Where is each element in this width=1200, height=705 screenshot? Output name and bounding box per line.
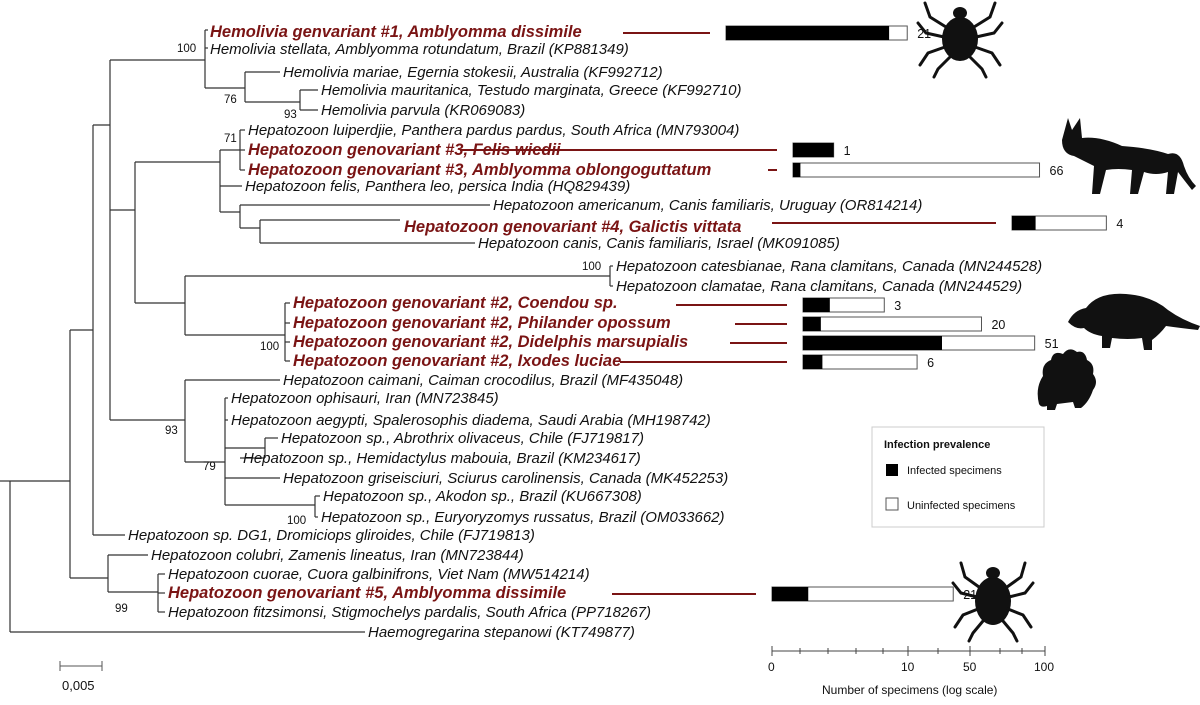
bar-infected: [726, 26, 890, 40]
taxon-label: Hemolivia stellata, Amblyomma rotundatum…: [210, 41, 629, 58]
bootstrap-value: 79: [203, 461, 216, 473]
bar-infected: [793, 143, 834, 157]
taxon-label: Hepatozoon sp., Hemidactylus mabouia, Br…: [243, 450, 641, 467]
bar-infected: [772, 587, 809, 601]
tick-icon: [916, 1, 1004, 79]
bar-infected: [803, 336, 942, 350]
taxon-label: Hemolivia mariae, Egernia stokesii, Aust…: [283, 64, 663, 81]
taxon-labels: Hemolivia genvariant #1, Amblyomma dissi…: [128, 23, 1042, 641]
legend-box: [871, 426, 1045, 528]
tick-icon: [951, 561, 1035, 643]
bootstrap-value: 100: [582, 261, 601, 273]
axis-tick-label: 100: [1034, 660, 1054, 674]
taxon-label: Hemolivia genvariant #1, Amblyomma dissi…: [210, 23, 582, 41]
bootstrap-value: 71: [224, 133, 237, 145]
bar-count-label: 6: [927, 356, 934, 370]
taxon-label: Hepatozoon cuorae, Cuora galbinifrons, V…: [168, 566, 590, 583]
legend-label-infected: Infected specimens: [907, 465, 1002, 477]
taxon-label: Hepatozoon felis, Panthera leo, persica …: [245, 178, 630, 195]
bootstrap-value: 93: [284, 109, 297, 121]
taxon-label: Hepatozoon genovariant #4, Galictis vitt…: [404, 218, 741, 236]
bar-infected: [1012, 216, 1036, 230]
taxon-label: Hepatozoon ophisauri, Iran (MN723845): [231, 390, 499, 407]
legend-swatch-infected: [886, 464, 898, 476]
taxon-label: Hepatozoon genovariant #2, Coendou sp.: [293, 294, 618, 312]
taxon-label: Hepatozoon sp., Abrothrix olivaceus, Chi…: [281, 430, 644, 447]
bar-count-label: 20: [991, 318, 1005, 332]
bootstrap-value: 99: [115, 603, 128, 615]
taxon-label: Hemolivia parvula (KR069083): [321, 102, 525, 119]
taxon-label: Hepatozoon sp., Akodon sp., Brazil (KU66…: [323, 488, 642, 505]
taxon-label: Hepatozoon colubri, Zamenis lineatus, Ir…: [151, 547, 524, 564]
bootstrap-value: 100: [260, 341, 279, 353]
bar-count-label: 66: [1050, 164, 1064, 178]
bar-infected: [793, 163, 801, 177]
legend-title: Infection prevalence: [884, 439, 990, 451]
axis-tick-label: 0: [768, 660, 775, 674]
taxon-label: Hepatozoon americanum, Canis familiaris,…: [493, 197, 922, 214]
taxon-label: Hepatozoon griseisciuri, Sciurus carolin…: [283, 470, 728, 487]
bar-infected: [803, 317, 821, 331]
taxon-label: Hepatozoon genovariant #5, Amblyomma dis…: [168, 584, 566, 602]
taxon-label: Hemolivia mauritanica, Testudo marginata…: [321, 82, 741, 99]
taxon-label: Hepatozoon caimani, Caiman crocodilus, B…: [283, 372, 683, 389]
tree-branches: [0, 29, 613, 633]
cat-icon: [1062, 118, 1196, 194]
taxon-label: Hepatozoon genovariant #2, Didelphis mar…: [293, 333, 688, 351]
taxon-label: Hepatozoon fitzsimonsi, Stigmochelys par…: [168, 604, 651, 621]
taxon-label: Hepatozoon genovariant #3, Felis wiedii: [248, 141, 561, 159]
legend-label-uninfected: Uninfected specimens: [907, 500, 1016, 512]
taxon-label: Hepatozoon sp. DG1, Dromiciops gliroides…: [128, 527, 535, 544]
taxon-label: Hepatozoon clamatae, Rana clamitans, Can…: [616, 278, 1022, 295]
opossum-icon: [1068, 293, 1200, 350]
taxon-label: Hepatozoon luiperdjie, Panthera pardus p…: [248, 122, 739, 139]
axis-title: Number of specimens (log scale): [822, 683, 997, 697]
bar-count-label: 4: [1116, 217, 1123, 231]
bootstrap-values: 100 76 93 71 100 100 93 79 100 99: [115, 43, 601, 615]
bar-infected: [803, 355, 823, 369]
highlight-connectors: [460, 32, 996, 595]
taxon-label: Hepatozoon canis, Canis familiaris, Isra…: [478, 235, 840, 252]
taxon-label: Hepatozoon catesbianae, Rana clamitans, …: [616, 258, 1042, 275]
axis-tick-label: 10: [901, 660, 915, 674]
legend-swatch-uninfected: [885, 497, 899, 511]
porcupine-icon: [1037, 349, 1096, 410]
bootstrap-value: 76: [224, 94, 237, 106]
taxon-label: Hepatozoon sp., Euryoryzomys russatus, B…: [321, 509, 725, 526]
bar-count-label: 21: [917, 27, 931, 41]
bootstrap-value: 100: [287, 515, 306, 527]
bar-count-label: 1: [844, 144, 851, 158]
scale-bar: 0,005: [59, 661, 103, 693]
scale-bar-label: 0,005: [62, 678, 95, 693]
bar-count-label: 3: [894, 299, 901, 313]
taxon-label: Hepatozoon genovariant #3, Amblyomma obl…: [248, 161, 711, 179]
taxon-label: Hepatozoon genovariant #2, Ixodes luciae: [293, 352, 621, 370]
taxon-label: Haemogregarina stepanowi (KT749877): [368, 624, 635, 641]
taxon-label: Hepatozoon genovariant #2, Philander opo…: [293, 314, 671, 332]
bar-uninfected: [802, 316, 982, 332]
axis-tick-label: 50: [963, 660, 977, 674]
taxon-label: Hepatozoon aegypti, Spalerosophis diadem…: [231, 412, 711, 429]
bootstrap-value: 100: [177, 43, 196, 55]
bar-infected: [803, 298, 830, 312]
specimen-axis: 0 10 50 100 Number of specimens (log sca…: [768, 646, 1054, 697]
legend: Infection prevalence Infected specimens …: [871, 426, 1045, 528]
bar-count-label: 51: [1045, 337, 1059, 351]
bar-uninfected: [792, 162, 1041, 178]
bootstrap-value: 93: [165, 425, 178, 437]
